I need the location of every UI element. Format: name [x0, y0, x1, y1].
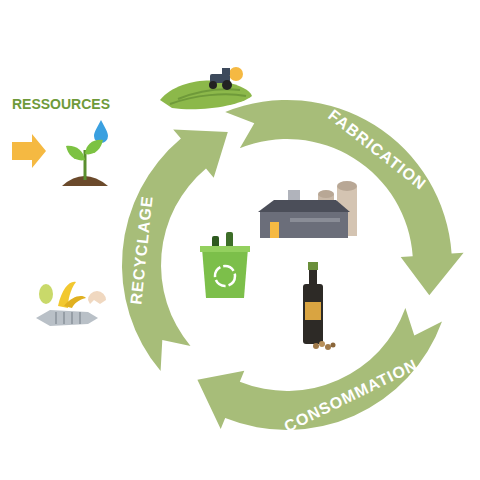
- silo-top: [318, 190, 334, 198]
- input-arrow: [12, 134, 46, 168]
- egg-shell: [88, 291, 106, 304]
- field-rows: [170, 89, 246, 104]
- bin-rim: [200, 246, 250, 252]
- fish-skeleton: [36, 310, 98, 326]
- recycle-bin: [200, 232, 250, 298]
- plant-leaf: [66, 146, 85, 161]
- food-waste: [36, 282, 106, 326]
- cycle-arrow-band: FABRICATION: [220, 87, 466, 304]
- bottle-cap: [308, 262, 318, 270]
- recycle-symbol: [215, 266, 235, 286]
- plant-icon: [62, 140, 108, 186]
- band-outline: [109, 102, 243, 381]
- cycle-arrow-band: CONSOMMATION: [177, 303, 455, 444]
- band-shape: [122, 129, 228, 371]
- bottle-neck: [309, 270, 317, 286]
- bottle-label: [305, 302, 321, 320]
- factory-wall: [260, 212, 348, 238]
- cycle-arrow-band: RECYCLAGE: [109, 102, 243, 381]
- bin-body: [202, 248, 248, 298]
- resources-label: RESSOURCES: [12, 96, 110, 112]
- bottle-body: [303, 284, 323, 344]
- seed: [313, 343, 319, 349]
- fish-bones: [56, 312, 80, 324]
- seed: [331, 343, 336, 348]
- tractor-wheel: [222, 80, 232, 90]
- factory-roof: [258, 200, 350, 212]
- field-icon: [160, 67, 252, 109]
- factory-icon: [258, 181, 357, 238]
- water-drop: [94, 120, 108, 143]
- silo-top: [337, 181, 357, 191]
- oil-bottle: [303, 262, 336, 350]
- band-shape: [225, 100, 463, 295]
- factory-windows: [290, 218, 340, 222]
- tractor-cab: [222, 68, 230, 75]
- apple-core: [39, 284, 53, 304]
- seed: [325, 344, 331, 350]
- factory-door: [270, 222, 279, 238]
- field-hill: [160, 81, 252, 110]
- seed: [319, 341, 325, 347]
- tractor-wheel: [209, 81, 217, 89]
- plant-leaf: [85, 140, 103, 155]
- banana-peel: [64, 296, 86, 308]
- sun: [229, 67, 243, 81]
- plant-stem: [84, 150, 87, 180]
